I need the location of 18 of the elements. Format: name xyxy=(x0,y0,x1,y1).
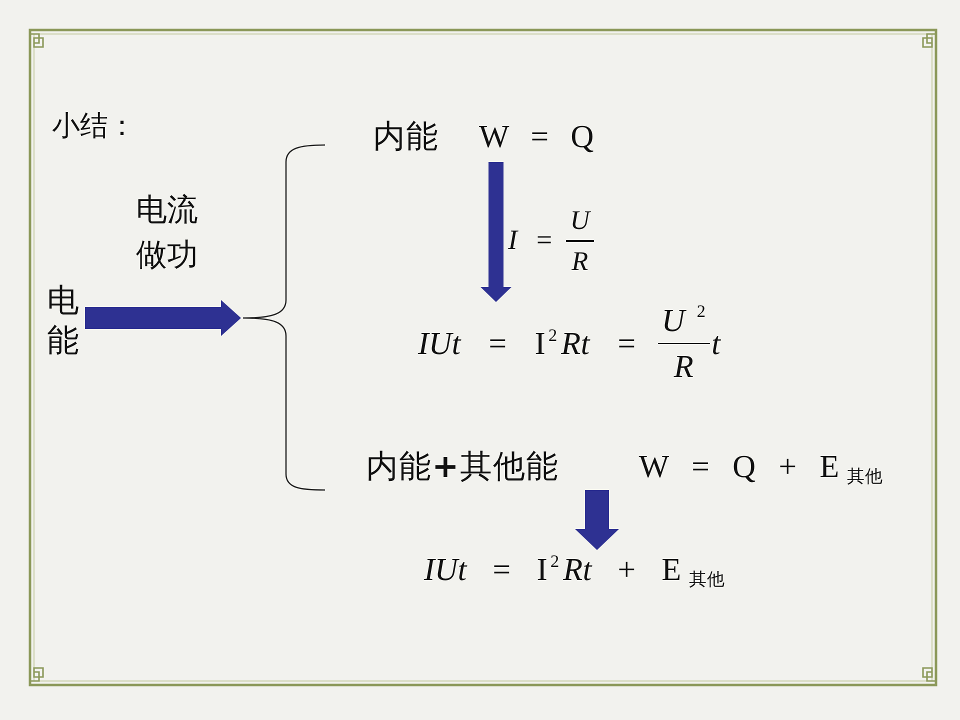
formula: t xyxy=(712,324,720,363)
category-label: 内能 xyxy=(373,116,439,156)
title: 小结： xyxy=(52,108,136,144)
block-arrow xyxy=(575,490,619,550)
block-arrow xyxy=(85,300,241,336)
formula: W = Q xyxy=(479,116,594,156)
edge-label: 电流做功 xyxy=(136,191,199,275)
fraction-denominator: R xyxy=(672,348,694,386)
formula: I = xyxy=(508,224,552,258)
formula: W = Q + E$_{其他}$ xyxy=(638,446,884,486)
vertical-label: 电能 xyxy=(47,280,79,360)
category-label: 内能+其他能 xyxy=(366,446,559,486)
fraction-numerator: U$^{2}$ xyxy=(660,302,707,339)
formula: IUt = I$^{2}$Rt = xyxy=(418,324,636,363)
formula: IUt = I$^{2}$Rt + E$_{其他}$ xyxy=(424,550,726,588)
fraction-numerator: U xyxy=(569,205,592,236)
fraction-denominator: R xyxy=(570,246,590,277)
block-arrow xyxy=(480,162,512,302)
